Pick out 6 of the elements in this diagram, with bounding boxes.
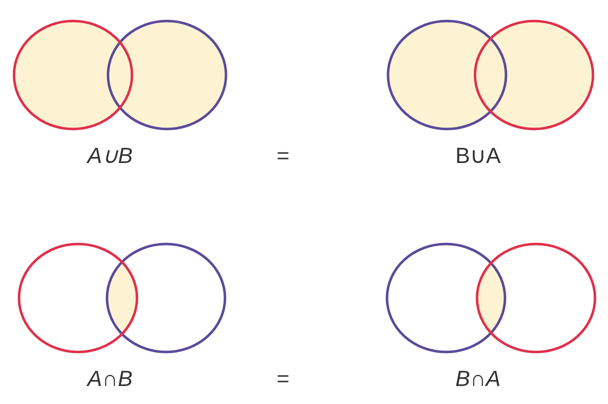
equals-sign: = — [276, 366, 290, 392]
set-expression: A∩B — [87, 366, 133, 392]
set-expression: A∪B — [87, 143, 133, 169]
set-expression: B∪A — [455, 143, 501, 169]
set-expression: B∩A — [455, 366, 501, 392]
equals-sign: = — [276, 143, 290, 169]
